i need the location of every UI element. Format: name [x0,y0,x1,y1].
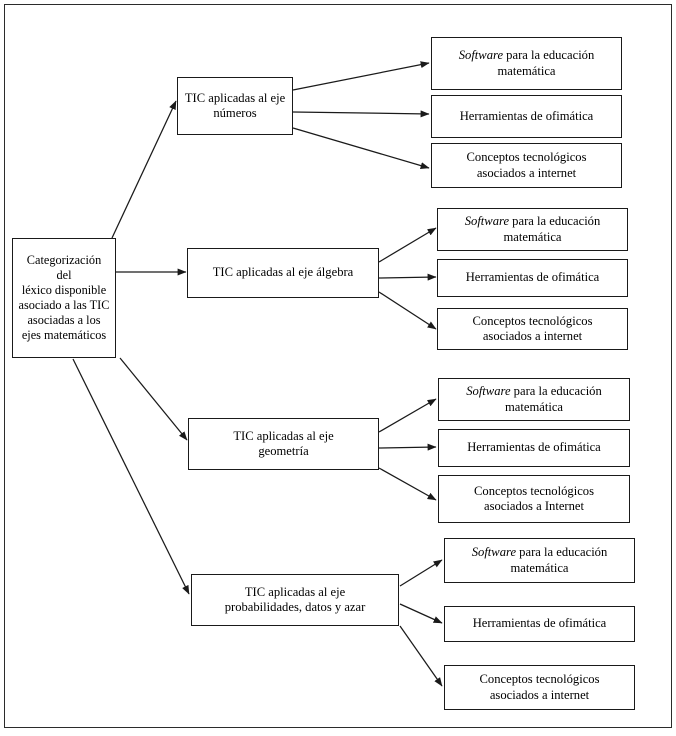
node-leaf-geometria-internet[interactable]: Conceptos tecnológicos asociados a Inter… [438,475,630,523]
edge-numeros-to-internet [292,127,430,169]
node-axis-probabilidades[interactable]: TIC aplicadas al eje probabilidades, dat… [191,574,399,626]
node-leaf-geometria-ofimatica-label: Herramientas de ofimática [467,440,601,455]
edge-probabilidades-to-internet [399,625,443,687]
edge-algebra-to-software [378,227,437,263]
node-axis-probabilidades-label: TIC aplicadas al eje probabilidades, dat… [224,584,366,614]
node-axis-algebra[interactable]: TIC aplicadas al eje álgebra [187,248,379,298]
node-leaf-numeros-ofimatica[interactable]: Herramientas de ofimática [431,95,622,138]
node-leaf-geometria-software[interactable]: Software para la educación matemática [438,378,630,421]
node-leaf-algebra-ofimatica[interactable]: Herramientas de ofimática [437,259,628,297]
node-leaf-numeros-software[interactable]: Software para la educación matemática [431,37,622,90]
node-axis-geometria-label: TIC aplicadas al eje geometría [233,428,334,458]
edge-algebra-to-internet [378,291,437,330]
node-leaf-numeros-ofimatica-label: Herramientas de ofimática [459,108,594,123]
node-leaf-probabilidades-internet[interactable]: Conceptos tecnológicos asociados a inter… [444,665,635,710]
node-root-label: Categorización del léxico disponible aso… [18,253,110,342]
leaf-rest-text: para la educación matemática [503,214,601,244]
edge-algebra-to-ofimatica [378,273,437,281]
edge-geometria-to-ofimatica [378,443,437,451]
node-axis-numeros[interactable]: TIC aplicadas al eje números [177,77,293,135]
node-axis-algebra-label: TIC aplicadas al eje álgebra [212,265,354,280]
node-axis-numeros-label: TIC aplicadas al eje números [184,90,286,120]
node-leaf-algebra-internet[interactable]: Conceptos tecnológicos asociados a inter… [437,308,628,350]
edge-numeros-to-software [292,61,430,91]
emphasis-software: Software [464,214,510,229]
node-axis-geometria[interactable]: TIC aplicadas al eje geometría [188,418,379,470]
edge-root-to-geometria [119,357,188,441]
emphasis-software: Software [466,384,511,399]
node-leaf-probabilidades-ofimatica[interactable]: Herramientas de ofimática [444,606,635,642]
edge-root-to-numeros [111,100,177,239]
edge-geometria-to-software [378,398,437,433]
node-leaf-geometria-ofimatica[interactable]: Herramientas de ofimática [438,429,630,467]
node-leaf-algebra-ofimatica-label: Herramientas de ofimática [465,270,600,285]
leaf-rest-text: para la educación matemática [510,545,608,575]
emphasis-software: Software [471,545,517,560]
leaf-rest-text: para la educación matemática [497,48,595,78]
leaf-rest-text: para la educación matemática [504,384,602,414]
edge-geometria-to-internet [378,467,437,501]
node-leaf-geometria-internet-label: Conceptos tecnológicos asociados a Inter… [474,483,594,513]
edge-root-to-probabilidades [72,358,190,595]
node-leaf-numeros-internet[interactable]: Conceptos tecnológicos asociados a inter… [431,143,622,188]
edge-numeros-to-ofimatica [292,110,430,118]
edge-probabilidades-to-software [399,559,443,587]
node-leaf-probabilidades-ofimatica-label: Herramientas de ofimática [472,616,607,631]
node-leaf-probabilidades-software[interactable]: Software para la educación matemática [444,538,635,583]
node-leaf-algebra-software[interactable]: Software para la educación matemática [437,208,628,251]
node-leaf-algebra-internet-label: Conceptos tecnológicos asociados a inter… [472,313,593,343]
node-leaf-probabilidades-internet-label: Conceptos tecnológicos asociados a inter… [479,672,600,702]
node-root[interactable]: Categorización del léxico disponible aso… [12,238,116,358]
emphasis-software: Software [458,48,504,63]
node-leaf-numeros-internet-label: Conceptos tecnológicos asociados a inter… [466,150,587,180]
edge-probabilidades-to-ofimatica [399,603,443,624]
